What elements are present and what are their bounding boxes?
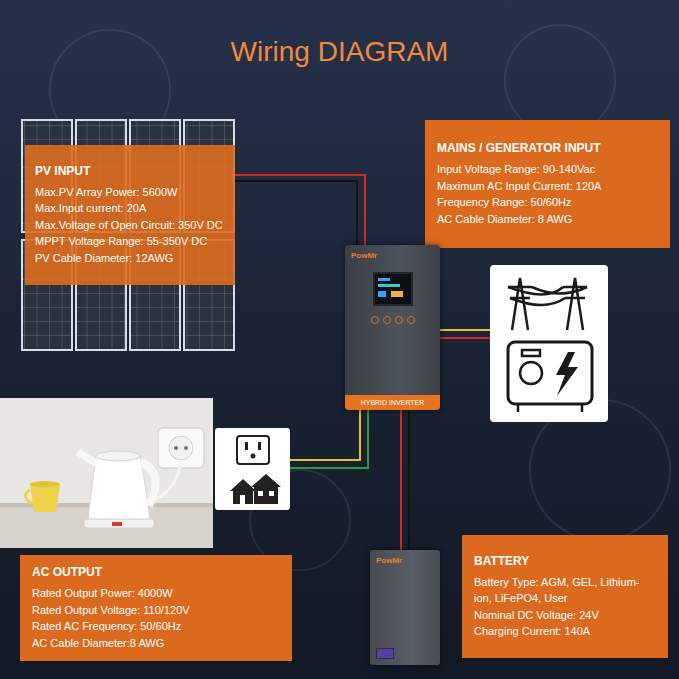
socket-house-icon: [215, 428, 290, 510]
solar-panels: [22, 120, 234, 350]
brand-label: PowMr: [376, 556, 434, 565]
box-heading: AC OUTPUT: [32, 565, 280, 579]
background-engine: [50, 25, 670, 570]
spec-line: AC Cable Diameter:8 AWG: [32, 635, 280, 652]
power-cable: [235, 175, 365, 245]
spec-line: Charging Current: 140A: [474, 623, 656, 640]
diagram-title: Wiring DIAGRAM: [0, 36, 679, 68]
spec-line: Max.Voltage of Open Circuit: 350V DC: [35, 217, 225, 234]
spec-line: Max.PV Array Power: 5600W: [35, 184, 225, 201]
battery-unit: PowMr: [370, 550, 440, 665]
box-heading: MAINS / GENERATOR INPUT: [437, 141, 658, 155]
spec-line: Rated Output Power: 4000W: [32, 585, 280, 602]
brand-label: PowMr: [351, 251, 434, 260]
spec-line: Battery Type: AGM, GEL, Lithium-ion, LiF…: [474, 574, 656, 607]
spec-line: MPPT Voltage Range: 55-350V DC: [35, 233, 225, 250]
spec-line: AC Cable Diameter: 8 AWG: [437, 211, 658, 228]
spec-line: Input Voltage Range: 90-140Vac: [437, 161, 658, 178]
model-label: HYBRID INVERTER: [361, 399, 425, 406]
mains-spec-box: MAINS / GENERATOR INPUT Input Voltage Ran…: [425, 120, 670, 248]
spec-line: Maximum AC Input Current: 120A: [437, 178, 658, 195]
hybrid-inverter: PowMrHYBRID INVERTER: [345, 245, 440, 410]
box-heading: PV INPUT: [35, 164, 225, 178]
spec-line: Max.Input current: 20A: [35, 200, 225, 217]
battery-display: [376, 648, 394, 659]
spec-line: PV Cable Diameter: 12AWG: [35, 250, 225, 267]
cable: [408, 410, 410, 550]
battery-spec-box: BATTERY Battery Type: AGM, GEL, Lithium-i…: [462, 535, 668, 658]
lcd-screen: [373, 272, 413, 306]
kettle-photo: [0, 398, 213, 548]
spec-line: Nominal DC Voltage: 24V: [474, 607, 656, 624]
spec-line: Rated AC Frequency: 50/60Hz: [32, 618, 280, 635]
spec-line: Frequency Range: 50/60Hz: [437, 194, 658, 211]
label-band: HYBRID INVERTER: [345, 395, 440, 410]
power-cable: [401, 410, 409, 550]
spec-line: Rated Output Voltage: 110/120V: [32, 602, 280, 619]
cable: [400, 410, 402, 550]
pv-spec-box: PV INPUT Max.PV Array Power: 5600WMax.Inp…: [25, 145, 235, 285]
cable: [235, 175, 365, 245]
box-heading: BATTERY: [474, 554, 656, 568]
ac-output-spec-box: AC OUTPUTRated Output Power: 4000WRated …: [20, 555, 292, 661]
cable: [235, 181, 357, 245]
grid-generator-icon: [490, 265, 608, 422]
control-buttons: [351, 316, 434, 324]
